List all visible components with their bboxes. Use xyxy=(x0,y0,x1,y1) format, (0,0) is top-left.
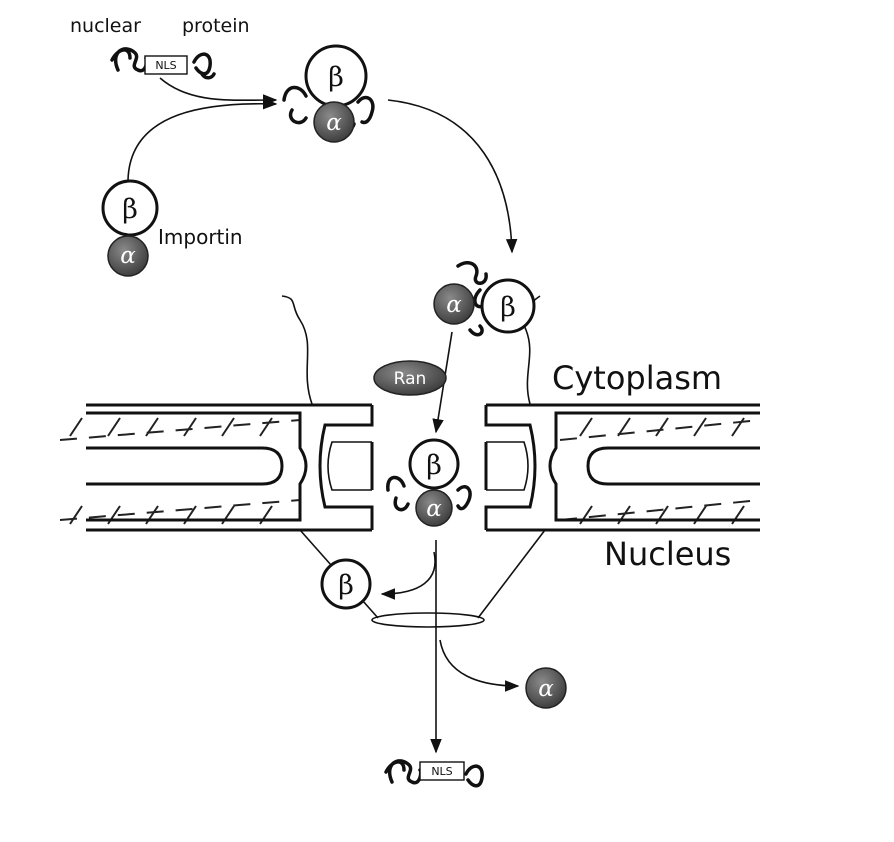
protein-chain-left xyxy=(110,47,149,73)
nuclear-protein-cytoplasm: nuclear protein NLS xyxy=(70,15,250,80)
pathway-arrows xyxy=(127,77,520,754)
nls-box-top xyxy=(144,55,188,75)
importin-label: Importin xyxy=(158,225,243,249)
complex-chain-top xyxy=(282,85,375,131)
nls-label-top: NLS xyxy=(155,59,176,72)
cytoplasm-label: Cytoplasm xyxy=(552,359,722,397)
right-envelope-membrane xyxy=(484,403,760,532)
protein-label: protein xyxy=(182,15,250,37)
importin-beta-symbol-free: β xyxy=(122,194,138,225)
ran-protein: Ran xyxy=(373,360,447,396)
importin-alpha-symbol-free: α xyxy=(120,243,136,269)
arrow-protein-to-complex xyxy=(159,77,278,106)
free-importin: β α Importin xyxy=(101,179,243,277)
nucleus-label: Nucleus xyxy=(604,535,731,573)
nuclear-protein-nucleus: NLS xyxy=(384,759,484,788)
complex-in-pore: β α xyxy=(386,438,472,527)
ran-label: Ran xyxy=(394,369,427,389)
nuclear-label: nuclear xyxy=(70,15,141,37)
importin-beta-docked xyxy=(480,278,536,334)
importin-beta-symbol-complex: β xyxy=(328,62,344,93)
pore-complex-chain xyxy=(386,475,472,512)
protein-chain-right xyxy=(192,52,216,80)
importin-alpha-symbol-pore: α xyxy=(426,496,442,522)
importin-alpha-complex xyxy=(313,101,355,143)
importin-alpha-free xyxy=(107,235,149,277)
importin-alpha-symbol-released: α xyxy=(538,676,554,702)
ran-shape xyxy=(373,360,447,396)
left-envelope-membrane xyxy=(86,403,374,532)
arrow-complex-to-pore xyxy=(387,99,518,254)
nls-label-bottom: NLS xyxy=(431,765,452,778)
importin-beta-symbol-docked: β xyxy=(500,292,516,323)
importin-beta-symbol-pore: β xyxy=(426,450,442,481)
cytoplasmic-filament-left xyxy=(281,295,313,405)
released-protein-chain-left xyxy=(384,759,423,785)
importin-alpha-symbol-complex: α xyxy=(326,110,342,136)
arrow-release-alpha xyxy=(439,639,520,692)
importin-alpha-symbol-docked: α xyxy=(446,292,462,318)
docked-complex: α β xyxy=(433,261,536,337)
importin-alpha-docked xyxy=(433,283,475,325)
arrow-release-beta xyxy=(380,551,436,600)
import-complex-top: β α xyxy=(282,44,375,143)
importin-alpha-released xyxy=(525,667,567,709)
arrow-importin-to-complex xyxy=(127,97,278,181)
released-beta: β xyxy=(320,558,372,610)
released-alpha: α xyxy=(525,667,567,709)
nls-box-bottom xyxy=(419,761,465,781)
importin-beta-free xyxy=(101,179,159,237)
importin-beta-symbol-released: β xyxy=(338,570,354,601)
importin-alpha-pore xyxy=(415,489,453,527)
nuclear-envelope xyxy=(59,295,761,628)
released-protein-chain-right xyxy=(464,764,484,788)
importin-beta-released xyxy=(320,558,372,610)
importin-beta-pore xyxy=(408,438,460,490)
